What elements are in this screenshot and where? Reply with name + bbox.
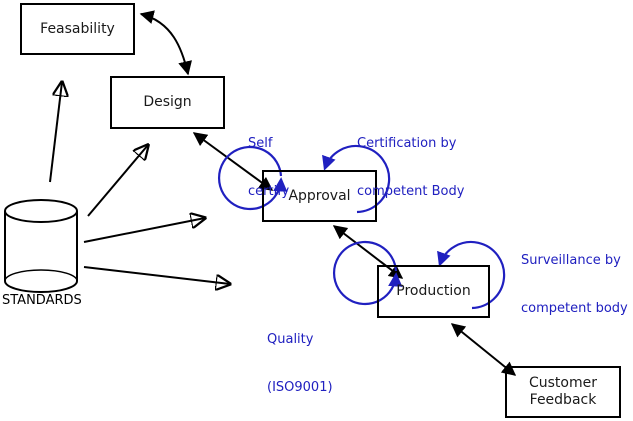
node-approval[interactable]: Approval — [262, 170, 377, 222]
annotation-self-certify-line2: certify — [248, 184, 290, 199]
annotation-certification-line1: Certification by — [357, 136, 457, 151]
node-approval-label: Approval — [288, 187, 351, 204]
annotation-certification-line2: competent Body — [357, 184, 465, 199]
standards-cylinder-shape — [4, 199, 78, 293]
node-feasability-label: Feasability — [40, 20, 115, 37]
node-customer-feedback-label-line2: Feedback — [529, 392, 597, 408]
loop-quality-monitoring — [332, 240, 403, 306]
node-customer-feedback-label-line1: Customer — [528, 375, 597, 391]
annotation-self-certify-line1: Self — [248, 136, 273, 151]
edge-design-approval — [192, 132, 274, 191]
annotation-certification-by-competent-body: Certification by competent Body — [357, 104, 464, 232]
annotation-surveillance-line2: competent body — [521, 301, 628, 316]
annotation-quality-line2: (ISO9001) — [267, 380, 333, 395]
standards-datastore-label: STANDARDS — [2, 293, 82, 308]
edge-production-customer-feedback — [450, 323, 517, 376]
annotation-quality-iso9001-monitoring: Quality (ISO9001) monitoring — [267, 300, 338, 421]
edge-standards-design — [87, 145, 148, 217]
annotation-surveillance-by-competent-body: Surveillance by competent body — [521, 221, 628, 349]
node-production-label: Production — [396, 283, 471, 299]
node-production[interactable]: Production — [377, 265, 490, 318]
node-design-label: Design — [143, 94, 192, 110]
edge-approval-production — [332, 225, 404, 279]
loop-surveillance — [437, 240, 506, 310]
edge-feasability-design — [139, 10, 192, 76]
node-feasability[interactable]: Feasability — [20, 3, 135, 55]
loop-self-certify — [217, 145, 288, 211]
node-design[interactable]: Design — [110, 76, 225, 129]
annotation-quality-line1: Quality — [267, 332, 314, 347]
annotation-self-certify: Self certify — [248, 104, 289, 232]
edge-standards-production — [83, 266, 230, 284]
node-customer-feedback[interactable]: Customer Feedback — [505, 366, 621, 418]
annotation-surveillance-line1: Surveillance by — [521, 253, 621, 268]
edge-standards-feasability — [49, 82, 62, 183]
edge-standards-approval — [83, 218, 205, 243]
